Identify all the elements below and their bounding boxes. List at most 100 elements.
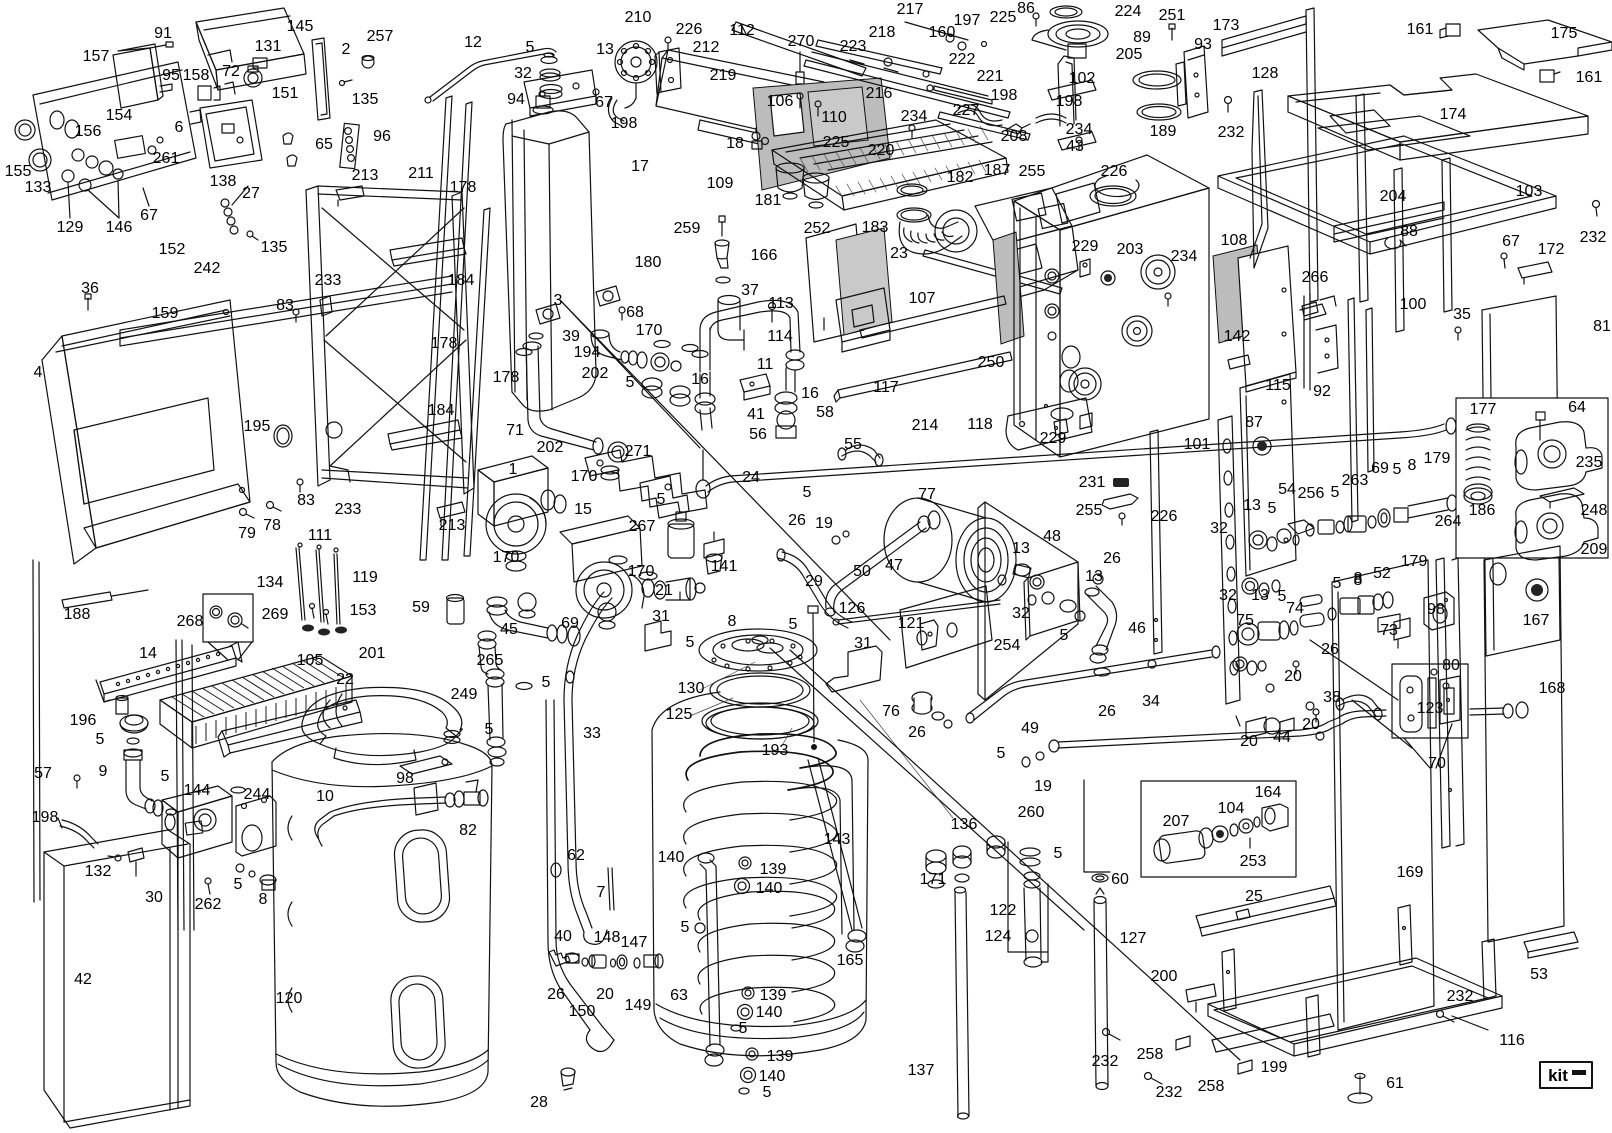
svg-text:60: 60 [1111,871,1129,888]
svg-text:5: 5 [626,374,635,391]
svg-text:169: 169 [1397,864,1424,881]
svg-text:196: 196 [70,712,97,729]
svg-text:114: 114 [767,328,793,345]
svg-text:131: 131 [255,38,282,55]
svg-text:208: 208 [1001,128,1028,145]
svg-text:264: 264 [1435,513,1462,530]
svg-text:125: 125 [666,706,693,723]
svg-text:54: 54 [1278,481,1296,498]
svg-text:266: 266 [1302,269,1329,286]
svg-text:140: 140 [759,1068,786,1085]
svg-text:77: 77 [918,486,936,503]
svg-text:202: 202 [582,365,609,382]
svg-text:86: 86 [1017,0,1035,17]
svg-text:117: 117 [873,379,899,396]
svg-text:5: 5 [234,876,243,893]
svg-text:115: 115 [1265,377,1291,394]
svg-text:168: 168 [1539,680,1566,697]
svg-text:231: 231 [1079,474,1106,491]
svg-text:147: 147 [621,934,648,951]
svg-text:13: 13 [596,41,614,58]
svg-text:153: 153 [350,602,377,619]
svg-text:61: 61 [1386,1075,1404,1092]
svg-text:26: 26 [547,986,565,1003]
svg-text:138: 138 [210,173,237,190]
svg-text:46: 46 [1128,620,1146,637]
svg-text:152: 152 [159,241,186,258]
svg-text:22: 22 [336,671,354,688]
svg-text:8: 8 [1408,457,1417,474]
svg-text:34: 34 [1142,693,1160,710]
svg-text:126: 126 [839,600,866,617]
svg-text:32: 32 [1012,605,1030,622]
svg-text:205: 205 [1116,46,1143,63]
svg-text:50: 50 [853,563,871,580]
svg-text:149: 149 [625,997,652,1014]
svg-text:20: 20 [1302,716,1320,733]
svg-text:5: 5 [681,919,690,936]
svg-text:31: 31 [652,608,670,625]
svg-text:71: 71 [506,422,524,439]
svg-text:16: 16 [691,371,709,388]
svg-text:113: 113 [768,295,794,312]
svg-text:57: 57 [34,765,52,782]
svg-text:148: 148 [594,929,621,946]
svg-text:198: 198 [611,115,638,132]
svg-text:156: 156 [75,123,102,140]
svg-text:38: 38 [1323,689,1341,706]
svg-text:24: 24 [742,469,760,486]
svg-text:29: 29 [805,573,823,590]
svg-text:170: 170 [571,468,598,485]
svg-text:44: 44 [1273,729,1291,746]
svg-text:229: 229 [1072,238,1099,255]
svg-text:78: 78 [263,517,281,534]
svg-text:20: 20 [1240,733,1258,750]
svg-text:23: 23 [890,245,908,262]
svg-text:262: 262 [195,896,222,913]
svg-text:83: 83 [276,297,294,314]
svg-text:68: 68 [626,304,644,321]
svg-text:187: 187 [984,162,1011,179]
svg-text:67: 67 [595,94,613,111]
svg-text:178: 178 [450,179,477,196]
svg-text:133: 133 [25,179,52,196]
svg-text:209: 209 [1581,541,1608,558]
svg-text:219: 219 [710,67,737,84]
svg-text:13: 13 [1243,497,1261,514]
svg-text:67: 67 [140,207,158,224]
svg-text:120: 120 [276,990,303,1007]
svg-text:263: 263 [1342,472,1369,489]
svg-text:8: 8 [1354,572,1363,589]
svg-text:35: 35 [1453,306,1471,323]
svg-text:7: 7 [597,884,606,901]
svg-text:269: 269 [262,606,289,623]
svg-text:198: 198 [32,809,59,826]
svg-text:255: 255 [1019,163,1046,180]
svg-text:47: 47 [885,557,903,574]
svg-text:5: 5 [1268,500,1277,517]
svg-text:13: 13 [1012,540,1030,557]
svg-text:4: 4 [34,364,43,381]
svg-text:139: 139 [760,987,787,1004]
svg-text:102: 102 [1069,70,1096,87]
svg-text:32: 32 [514,65,532,82]
svg-text:268: 268 [177,613,204,630]
svg-text:64: 64 [1568,399,1586,416]
svg-text:16: 16 [801,385,819,402]
svg-text:83: 83 [297,492,315,509]
svg-text:9: 9 [99,763,108,780]
svg-text:5: 5 [1333,575,1342,592]
svg-text:212: 212 [693,39,720,56]
svg-text:13: 13 [1085,568,1103,585]
svg-text:26: 26 [1098,703,1116,720]
svg-text:140: 140 [756,1004,783,1021]
svg-text:194: 194 [574,344,601,361]
svg-text:43: 43 [1066,138,1084,155]
svg-text:93: 93 [1194,36,1212,53]
svg-text:225: 225 [990,9,1017,26]
svg-text:45: 45 [500,621,518,638]
svg-text:32: 32 [1219,587,1237,604]
svg-text:232: 232 [1218,124,1245,141]
svg-text:2: 2 [342,41,351,58]
svg-text:178: 178 [493,369,520,386]
